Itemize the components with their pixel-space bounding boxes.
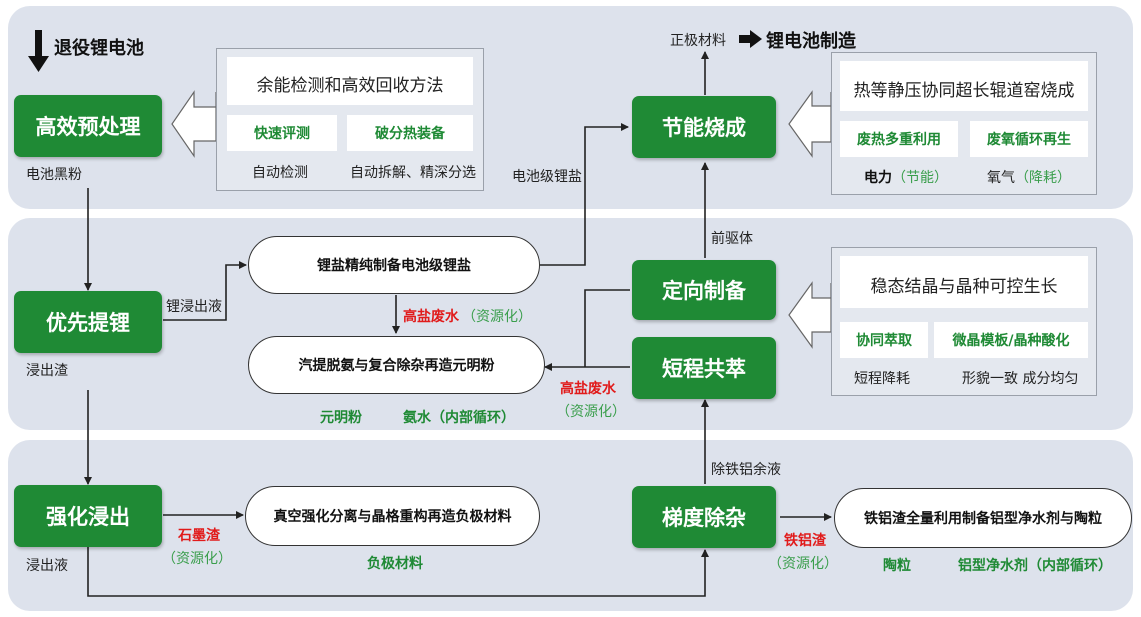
microcrystal-template-tag: 微晶模板/晶种酸化 bbox=[934, 322, 1088, 358]
co-extraction-tag: 协同萃取 bbox=[840, 322, 928, 358]
battery-manufacture-label: 锂电池制造 bbox=[766, 31, 856, 52]
rapid-evaluation-tag: 快速评测 bbox=[227, 115, 337, 151]
gradient-impurity-removal-box: 梯度除杂 bbox=[632, 486, 776, 548]
sintering-panel: 热等静压协同超长辊道窑烧成 废热多重利用 废氧循环再生 电力（节能） 氧气（降耗… bbox=[831, 52, 1097, 195]
directed-preparation-box: 定向制备 bbox=[632, 260, 776, 320]
oxygen-recycle-tag: 废氧循环再生 bbox=[970, 121, 1088, 157]
resource-tag-1: （资源化） bbox=[462, 309, 532, 325]
short-process-note: 短程降耗 bbox=[854, 371, 910, 387]
oxygen-note: 氧气（降耗） bbox=[987, 170, 1071, 186]
fe-al-slag-pill: 铁铝渣全量利用制备铝型净水剂与陶粒 bbox=[834, 488, 1132, 548]
glauber-salt-product: 元明粉 bbox=[320, 410, 362, 426]
leachate-label: 浸出液 bbox=[26, 558, 68, 574]
graphite-slag-label: 石墨渣 bbox=[178, 528, 220, 544]
auto-dismantling-note: 自动拆解、精深分选 bbox=[350, 165, 476, 181]
retired-battery-label: 退役锂电池 bbox=[54, 38, 144, 59]
cathode-material-label: 正极材料 bbox=[670, 33, 726, 49]
fe-al-removal-liquid-label: 除铁铝余液 bbox=[711, 462, 781, 478]
residual-energy-panel-title: 余能检测和高效回收方法 bbox=[256, 76, 444, 96]
resource-tag-4: （资源化） bbox=[768, 556, 838, 572]
energy-saving-sintering-box: 节能烧成 bbox=[632, 96, 776, 158]
lithium-salt-refining-pill: 锂盐精纯制备电池级锂盐 bbox=[248, 236, 540, 294]
al-purifier-product: 铝型净水剂（内部循环） bbox=[958, 558, 1112, 574]
black-powder-label: 电池黑粉 bbox=[26, 167, 82, 183]
leach-residue-label: 浸出渣 bbox=[26, 363, 68, 379]
pretreatment-box: 高效预处理 bbox=[14, 95, 162, 157]
crystallization-panel: 稳态结晶与晶种可控生长 协同萃取 微晶模板/晶种酸化 短程降耗 形貌一致 成分均… bbox=[831, 247, 1097, 396]
precursor-label: 前驱体 bbox=[711, 231, 753, 247]
residual-energy-panel: 余能检测和高效回收方法 快速评测 破分热装备 自动检测 自动拆解、精深分选 bbox=[216, 48, 484, 191]
enhanced-leaching-box: 强化浸出 bbox=[14, 485, 162, 547]
ceramsite-product: 陶粒 bbox=[883, 558, 911, 574]
crushing-equipment-tag: 破分热装备 bbox=[347, 115, 473, 151]
battery-grade-li-salt-label: 电池级锂盐 bbox=[512, 169, 582, 185]
anode-material-pill: 真空强化分离与晶格重构再造负极材料 bbox=[245, 486, 540, 546]
crystallization-panel-title: 稳态结晶与晶种可控生长 bbox=[870, 277, 1058, 297]
ammonia-product: 氨水（内部循环） bbox=[403, 410, 515, 426]
high-salt-wastewater-1: 高盐废水 bbox=[403, 309, 459, 325]
resource-tag-3: （资源化） bbox=[162, 551, 232, 567]
anode-material-product: 负极材料 bbox=[367, 556, 423, 572]
lithium-extraction-box: 优先提锂 bbox=[14, 291, 162, 353]
glauber-salt-pill: 汽提脱氨与复合除杂再造元明粉 bbox=[248, 336, 545, 394]
auto-detection-note: 自动检测 bbox=[252, 165, 308, 181]
lithium-leachate-label: 锂浸出液 bbox=[166, 299, 222, 315]
uniform-morphology-note: 形貌一致 成分均匀 bbox=[962, 371, 1079, 387]
power-note: 电力（节能） bbox=[864, 170, 948, 186]
short-process-coextraction-box: 短程共萃 bbox=[632, 337, 776, 399]
resource-tag-2: （资源化） bbox=[556, 404, 626, 420]
waste-heat-reuse-tag: 废热多重利用 bbox=[840, 121, 958, 157]
fe-al-slag-label: 铁铝渣 bbox=[784, 533, 826, 549]
high-salt-wastewater-2: 高盐废水 bbox=[560, 381, 616, 397]
sintering-panel-title: 热等静压协同超长辊道窑烧成 bbox=[853, 81, 1075, 101]
